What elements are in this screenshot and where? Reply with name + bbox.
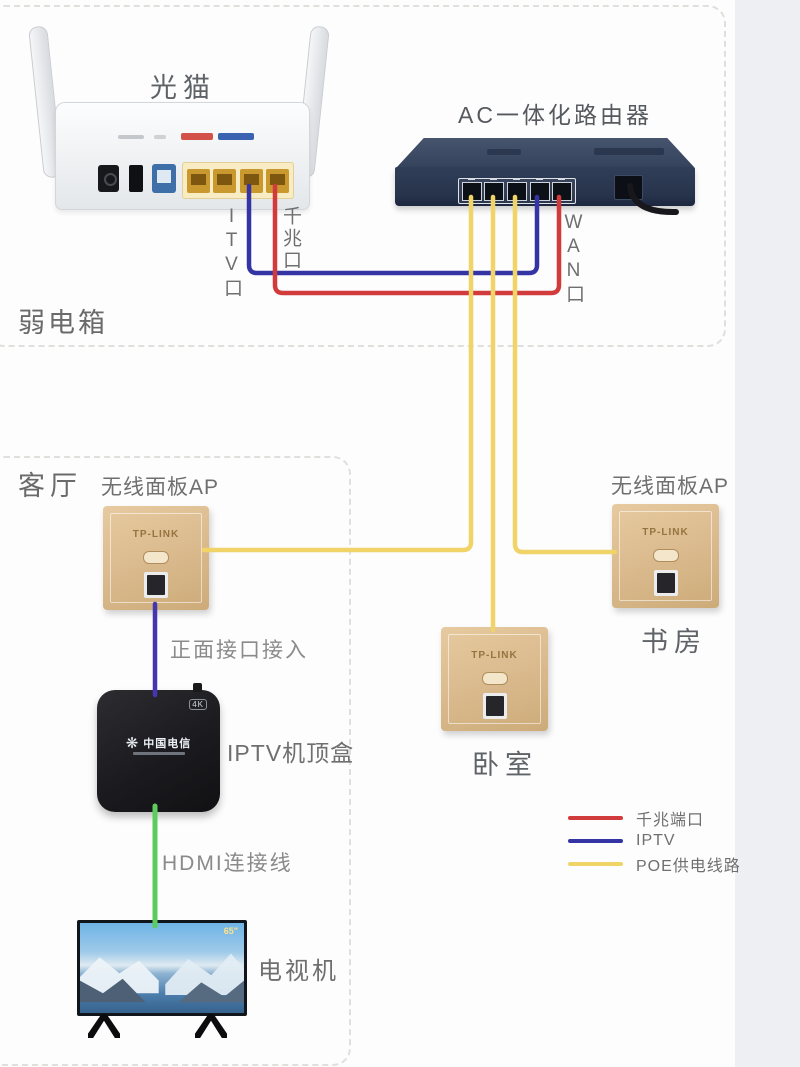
front-port-note: 正面接口接入 [170,639,308,662]
ap-indicator [143,550,169,564]
tplink-logo: TP-LINK [642,526,689,538]
bedroom-label: 卧室 [472,750,538,780]
television: 65" [77,920,247,1016]
stb-antenna-nub [193,683,202,692]
router-port-group [458,177,576,204]
modem-itv-port-label: ITV口 [221,206,242,300]
legend-row-poe: POE供电线路 [568,852,778,875]
telecom-logo-icon: ❋ [125,735,139,752]
modem-title: 光猫 [150,73,216,103]
ap-panel-living: TP-LINK [103,506,209,610]
hdmi-note: HDMI连接线 [162,852,293,875]
ap-panel-study: TP-LINK [612,504,719,608]
modem-led-marks [118,135,144,139]
modem-port-row [56,161,309,205]
router-power-port [614,175,643,200]
router-port-4 [529,177,550,201]
legend: 千兆端口 IPTV POE供电线路 [568,806,778,875]
router-vent-mark [487,149,521,155]
page-margin-strip [735,0,800,1067]
legend-swatch-red [568,815,623,820]
tv-title: 电视机 [258,958,339,985]
ap-panel-bedroom: TP-LINK [441,627,548,731]
lan-port-4-gigabit [266,168,290,193]
tv-screen: 65" [80,923,244,1013]
ac-router [395,167,695,206]
tplink-logo: TP-LINK [471,649,518,661]
telecom-brand-subline [132,752,185,755]
ap-study-title: 无线面板AP [611,475,730,498]
iptv-title: IPTV机顶盒 [227,740,355,766]
living-room-label: 客厅 [18,471,82,501]
stb-4k-badge: 4K [189,699,207,710]
legend-label: IPTV [636,831,676,849]
modem-usb-port [129,165,143,192]
lan-port-1 [186,168,210,193]
router-title: AC一体化路由器 [458,102,652,128]
optical-modem [55,102,310,210]
ap-living-title: 无线面板AP [101,476,220,499]
ap-ethernet-port [482,692,507,719]
tплink-logo: TP-LINK [132,528,180,540]
living-room-outline [0,456,351,1066]
modem-lan-ports [182,162,294,199]
modem-gigabit-port-label: 千兆口 [280,206,301,272]
router-wan-label: WAN口 [563,212,584,306]
weak-box-label: 弱电箱 [18,308,108,338]
router-logo-mark [594,148,664,155]
legend-row-iptv: IPTV [568,829,778,852]
modem-power-port [98,165,119,192]
telecom-brand: 中国电信 [143,738,192,750]
router-top-face [397,138,694,167]
legend-label: POE供电线路 [636,857,741,875]
router-port-3 [506,177,527,201]
lan-port-3-itv [239,168,263,193]
legend-row-gigabit: 千兆端口 [568,806,778,829]
modem-led-marks [154,135,166,139]
ap-indicator [652,548,679,562]
ap-ethernet-port [653,569,678,596]
router-port-5-wan [552,177,573,201]
legend-swatch-blue [568,838,623,843]
legend-label: 千兆端口 [636,811,705,829]
tv-size-badge: 65" [223,926,238,936]
ap-ethernet-port [144,571,168,598]
iptv-set-top-box: 4K ❋ 中国电信 [97,683,220,812]
modem-brand-blue [218,133,254,140]
lan-port-2 [213,168,237,193]
router-port-2 [484,177,505,201]
study-room-label: 书房 [641,627,707,657]
router-port-1 [461,177,482,201]
modem-brand-red [181,133,213,140]
modem-wan-port [152,164,176,193]
ap-indicator [481,671,508,685]
legend-swatch-yellow [568,861,623,866]
